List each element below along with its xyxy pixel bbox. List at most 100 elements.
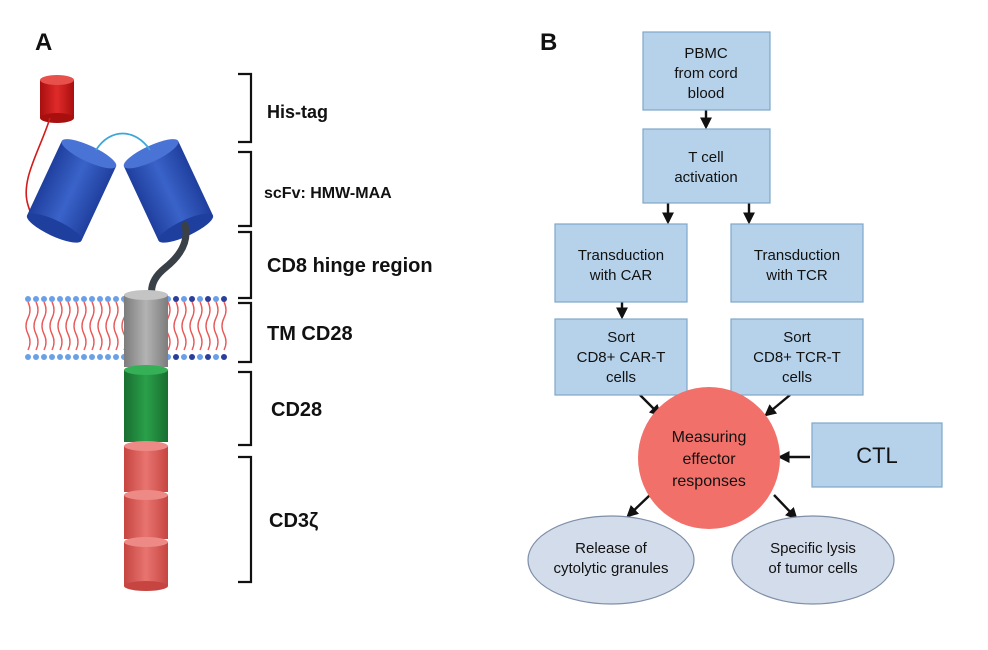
lysis-ellipse: Specific lysis of tumor cells bbox=[731, 515, 895, 605]
pbmc-line-3: blood bbox=[688, 85, 725, 102]
sort-tcr-line-1: Sort bbox=[783, 329, 811, 346]
lipid-head bbox=[41, 354, 47, 360]
lipid-head bbox=[25, 296, 31, 302]
lipid-head bbox=[25, 354, 31, 360]
sort-tcr-line-2: CD8+ TCR-T bbox=[753, 349, 841, 366]
transduction-car-line-1: Transduction bbox=[578, 247, 664, 264]
lipid-head bbox=[173, 296, 179, 302]
sort-tcr-line-3: cells bbox=[782, 369, 812, 386]
measuring-line-1: Measuring bbox=[672, 429, 747, 446]
label-cd28: CD28 bbox=[271, 399, 322, 421]
lipid-head bbox=[105, 354, 111, 360]
ctl-box: CTL bbox=[811, 422, 943, 488]
cd28-cylinder bbox=[124, 365, 168, 442]
lipid-head bbox=[113, 296, 119, 302]
panel-letter-b: B bbox=[540, 29, 557, 56]
lipid-tail bbox=[113, 301, 119, 351]
lipid-tail bbox=[49, 301, 55, 351]
cd3z-cylinder bbox=[124, 441, 168, 591]
transduction-tcr-line-2: with TCR bbox=[765, 267, 828, 284]
lipid-head bbox=[205, 296, 211, 302]
lipid-tail bbox=[105, 301, 111, 351]
activation-box: T cell activation bbox=[642, 128, 771, 204]
lipid-head bbox=[213, 354, 219, 360]
lipid-head bbox=[221, 354, 227, 360]
lipid-tail bbox=[73, 301, 79, 351]
scfv-linker bbox=[95, 132, 151, 151]
lipid-head bbox=[33, 354, 39, 360]
label-his-tag: His-tag bbox=[267, 102, 328, 122]
lipid-head bbox=[189, 354, 195, 360]
lipid-head bbox=[97, 296, 103, 302]
domain-brackets bbox=[238, 72, 253, 584]
transduction-tcr-box: Transduction with TCR bbox=[730, 223, 864, 303]
measuring-line-2: effector bbox=[682, 451, 736, 468]
activation-line-2: activation bbox=[674, 169, 737, 186]
lipid-head bbox=[57, 354, 63, 360]
release-line-1: Release of bbox=[575, 540, 648, 557]
sort-car-line-2: CD8+ CAR-T bbox=[577, 349, 666, 366]
lipid-head bbox=[181, 354, 187, 360]
lipid-tail bbox=[213, 301, 219, 351]
lipid-tail bbox=[97, 301, 103, 351]
lipid-head bbox=[113, 354, 119, 360]
his-tag-cylinder bbox=[40, 75, 74, 123]
lipid-tail bbox=[25, 301, 31, 351]
flow-arrows bbox=[616, 110, 810, 520]
sort-car-box: Sort CD8+ CAR-T cells bbox=[554, 318, 688, 396]
lipid-head bbox=[73, 296, 79, 302]
lipid-head bbox=[65, 296, 71, 302]
lipid-tail bbox=[197, 301, 203, 351]
lipid-head bbox=[97, 354, 103, 360]
label-tm-cd28: TM CD28 bbox=[267, 323, 353, 345]
label-cd8-hinge: CD8 hinge region bbox=[267, 255, 433, 277]
scfv-vl-cylinder bbox=[26, 139, 117, 243]
tm-cd28-cylinder bbox=[124, 290, 168, 367]
lipid-head bbox=[181, 296, 187, 302]
measuring-circle: Measuring effector responses bbox=[638, 387, 780, 529]
lipid-tail bbox=[89, 301, 95, 351]
sort-car-line-1: Sort bbox=[607, 329, 635, 346]
sort-tcr-box: Sort CD8+ TCR-T cells bbox=[730, 318, 864, 396]
ctl-label: CTL bbox=[856, 443, 898, 468]
lipid-tail bbox=[33, 301, 39, 351]
lipid-tail bbox=[81, 301, 87, 351]
lipid-head bbox=[205, 354, 211, 360]
sort-car-line-3: cells bbox=[606, 369, 636, 386]
lysis-line-1: Specific lysis bbox=[770, 540, 856, 557]
lipid-tail bbox=[65, 301, 71, 351]
lipid-head bbox=[33, 296, 39, 302]
pbmc-box: PBMC from cord blood bbox=[642, 31, 771, 111]
lipid-head bbox=[89, 354, 95, 360]
lipid-head bbox=[49, 354, 55, 360]
lipid-head bbox=[221, 296, 227, 302]
lipid-tail bbox=[221, 301, 227, 351]
lipid-head bbox=[105, 296, 111, 302]
release-line-2: cytolytic granules bbox=[553, 560, 668, 577]
transduction-tcr-line-1: Transduction bbox=[754, 247, 840, 264]
lipid-head bbox=[81, 354, 87, 360]
pbmc-line-1: PBMC bbox=[684, 45, 728, 62]
lipid-head bbox=[213, 296, 219, 302]
lipid-head bbox=[65, 354, 71, 360]
lipid-head bbox=[73, 354, 79, 360]
label-scfv: scFv: HMW-MAA bbox=[264, 185, 392, 202]
lipid-head bbox=[81, 296, 87, 302]
pbmc-line-2: from cord bbox=[674, 65, 737, 82]
lipid-head bbox=[41, 296, 47, 302]
label-cd3z: CD3ζ bbox=[269, 510, 318, 532]
lysis-line-2: of tumor cells bbox=[768, 560, 857, 577]
measuring-line-3: responses bbox=[672, 473, 746, 490]
lipid-tail bbox=[189, 301, 195, 351]
lipid-tail bbox=[181, 301, 187, 351]
lipid-head bbox=[89, 296, 95, 302]
lipid-head bbox=[49, 296, 55, 302]
lipid-tail bbox=[41, 301, 47, 351]
scfv-vh-cylinder bbox=[123, 139, 214, 243]
transduction-car-line-2: with CAR bbox=[589, 267, 653, 284]
lipid-tail bbox=[57, 301, 63, 351]
lipid-head bbox=[57, 296, 63, 302]
lipid-head bbox=[197, 296, 203, 302]
lipid-tail bbox=[205, 301, 211, 351]
